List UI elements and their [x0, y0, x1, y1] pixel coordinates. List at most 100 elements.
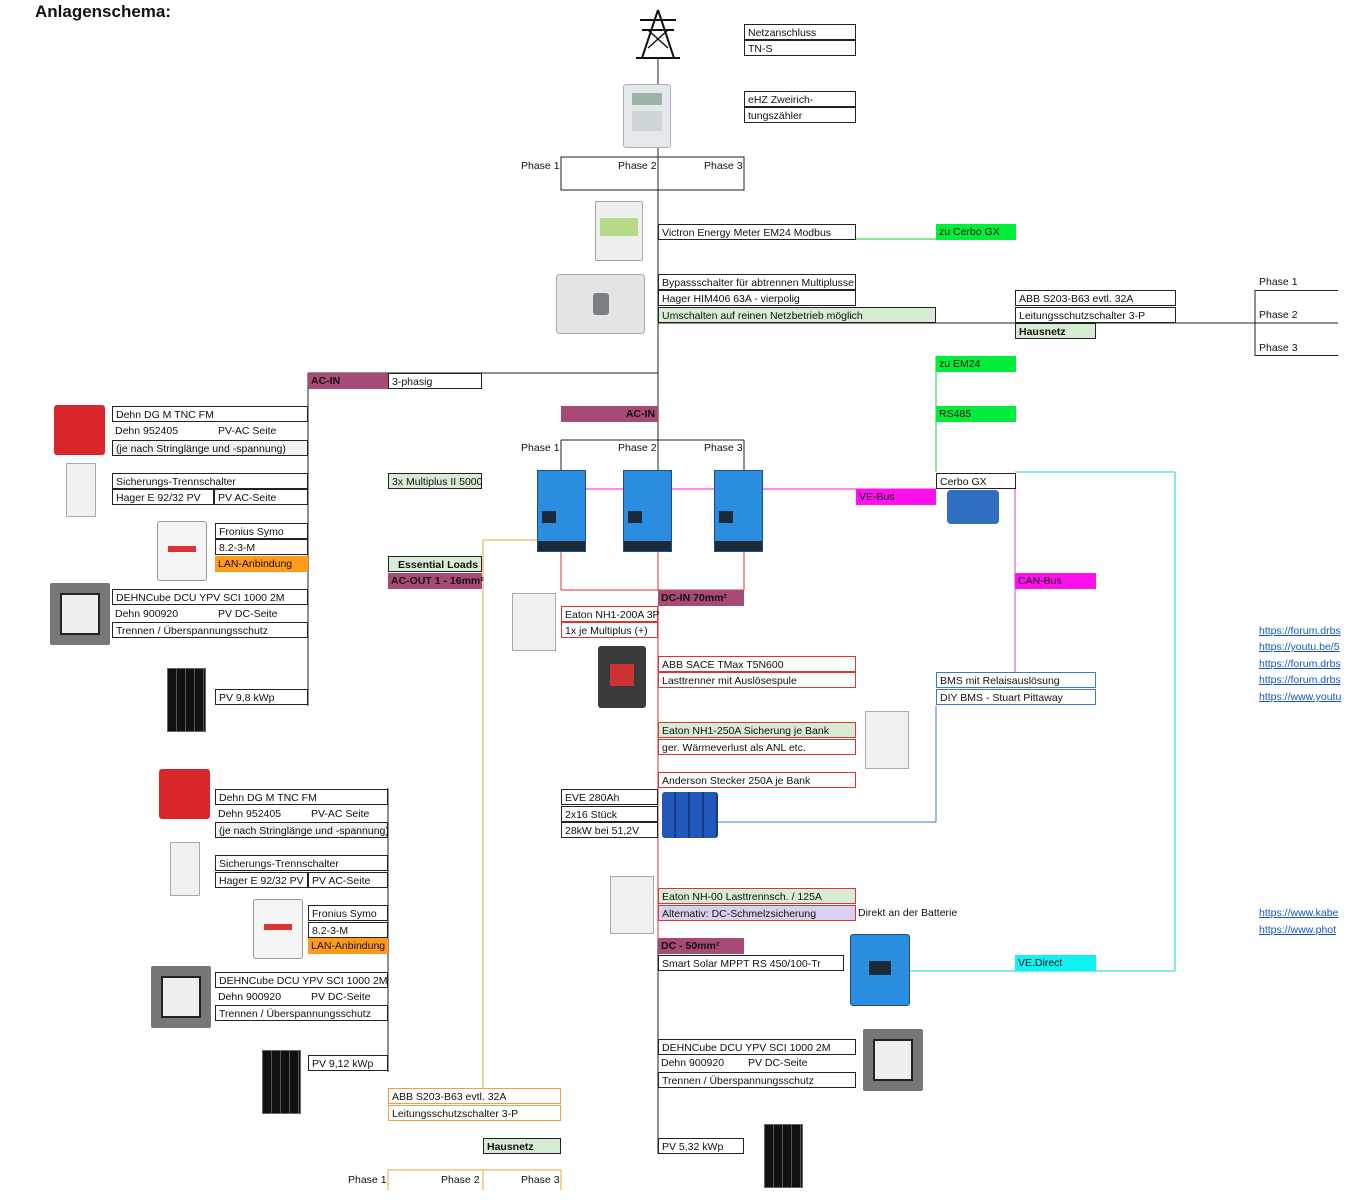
energy-meter-icon: [623, 84, 671, 148]
eaton200-line1: Eaton NH1-200A 3P: [561, 606, 660, 622]
abb-tmax-line1: ABB SACE TMax T5N600: [658, 656, 856, 672]
multiplus-unit-icon: [537, 470, 586, 552]
bypass-line1: Bypassschalter für abtrennen Multiplusse: [658, 274, 856, 290]
tag-zu-em24: zu EM24: [936, 356, 1016, 372]
battery-cells-icon: [662, 792, 718, 838]
mppt-charger-icon: [850, 934, 910, 1006]
hausnetz-phase-lines: [1255, 290, 1338, 356]
pv2-spd-dc-line1: DEHNCube DCU YPV SCI 1000 2M: [215, 972, 388, 988]
pv1-spd-ac-line2: Dehn 952405: [115, 425, 179, 437]
pv1-spd-dc-line3: Trennen / Überspannungsschutz: [112, 622, 308, 638]
cerbo-label: Cerbo GX: [936, 473, 1016, 489]
house-breaker-top-line2: Leitungsschutzschalter 3-P: [1015, 307, 1176, 323]
anderson-label: Anderson Stecker 250A je Bank: [658, 772, 856, 788]
bms-line2: DIY BMS - Stuart Pittaway: [936, 689, 1096, 705]
solar-panel-icon: [764, 1124, 803, 1188]
solar-panel-icon: [167, 668, 206, 732]
eaton250-line2: ger. Wärmeverlust als ANL etc.: [658, 739, 856, 755]
reference-link[interactable]: https://forum.drbs: [1259, 658, 1341, 670]
em24-label: Victron Energy Meter EM24 Modbus: [658, 224, 856, 240]
pv2-spd-dc-line3: Trennen / Überspannungsschutz: [215, 1005, 388, 1021]
eaton-nh00-line1: Eaton NH-00 Lasttrennsch. / 125A: [658, 888, 856, 904]
essential-loads-label: Essential Loads: [388, 556, 482, 572]
reference-link[interactable]: https://forum.drbs: [1259, 674, 1341, 686]
pv2-inverter-line1: Fronius Symo: [308, 905, 388, 921]
multiplus-label: 3x Multiplus II 5000: [388, 473, 482, 489]
pv1-spd-dc-line1: DEHNCube DCU YPV SCI 1000 2M: [112, 589, 308, 605]
dehncube-icon: [863, 1029, 923, 1091]
eaton250-line1: Eaton NH1-250A Sicherung je Bank: [658, 722, 856, 738]
house-breaker-bottom-line1: ABB S203-B63 evtl. 32A: [388, 1088, 561, 1104]
solar-panel-icon: [262, 1050, 301, 1114]
reference-link[interactable]: https://www.phot: [1259, 924, 1337, 936]
mp-phase-1-label: Phase 1: [521, 442, 560, 454]
pv2-spd-ac-line3: (je nach Stringlänge und -spannung): [215, 822, 389, 838]
power-pylon-icon: [636, 9, 680, 59]
spd-dc3-line1: DEHNCube DCU YPV SCI 1000 2M: [658, 1039, 856, 1055]
meter-line2: tungszähler: [744, 107, 856, 123]
spd-dc3-line2: Dehn 900920: [661, 1057, 725, 1069]
phase-2-label: Phase 2: [618, 160, 657, 172]
surge-protector-ac-icon: [159, 769, 210, 819]
acin-center-tag: AC-IN: [561, 406, 658, 422]
spd-dc3-line3: Trennen / Überspannungsschutz: [658, 1072, 856, 1088]
fuse-disconnector-icon: [170, 842, 200, 896]
fronius-inverter-icon: [253, 899, 303, 959]
tag-rs485: RS485: [936, 406, 1016, 422]
ac-out-label: AC-OUT 1 - 16mm²: [388, 573, 484, 589]
house-breaker-top-tag: Hausnetz: [1015, 323, 1096, 339]
tag-canbus: CAN-Bus: [1015, 573, 1096, 589]
hausnetz-phase-3: Phase 3: [1259, 342, 1298, 354]
phase-3-label: Phase 3: [704, 160, 743, 172]
dehncube-icon: [50, 583, 110, 645]
grid-type: TN-S: [744, 40, 856, 56]
tag-vebus: VE-Bus: [856, 489, 936, 505]
pv2-panel-label: PV 9,12 kWp: [308, 1055, 388, 1071]
acin-left-tag: AC-IN: [308, 373, 388, 389]
grid-label: Netzanschluss: [744, 24, 856, 40]
bms-line1: BMS mit Relaisauslösung: [936, 672, 1096, 688]
pv1-inverter-line2: 8.2-3-M: [215, 539, 308, 555]
em24-cerbo-tag: zu Cerbo GX: [936, 224, 1016, 240]
mp-phase-2-label: Phase 2: [618, 442, 657, 454]
pv1-fuse-line1: Sicherungs-Trennschalter: [112, 473, 308, 489]
eaton-nh00-line2: Alternativ: DC-Schmelzsicherung: [658, 905, 856, 921]
reference-link[interactable]: https://forum.drbs: [1259, 625, 1341, 637]
eaton200-line2: 1x je Multiplus (+): [561, 622, 658, 638]
pv2-spd-dc-side: PV DC-Seite: [311, 991, 371, 1003]
reference-link[interactable]: https://www.youtu: [1259, 691, 1342, 703]
page-title: Anlagenschema:: [35, 2, 172, 21]
bottom-phase-3: Phase 3: [521, 1174, 560, 1186]
nh-fuse-holder-icon: [610, 876, 654, 934]
fronius-inverter-icon: [157, 521, 207, 581]
mp-phase-3-label: Phase 3: [704, 442, 743, 454]
multiplus-unit-icon: [623, 470, 672, 552]
pv1-spd-dc-line2: Dehn 900920: [115, 608, 179, 620]
pv1-fuse-line2: Hager E 92/32 PV: [112, 489, 214, 505]
reference-link[interactable]: https://www.kabe: [1259, 907, 1339, 919]
tag-vedirect: VE.Direct: [1015, 955, 1096, 971]
bottom-phase-1: Phase 1: [348, 1174, 387, 1186]
battery-line1: EVE 280Ah: [561, 789, 658, 805]
em24-meter-icon: [595, 201, 643, 261]
fuse-disconnector-icon: [66, 463, 96, 517]
house-breaker-bottom-line2: Leitungsschutzschalter 3-P: [388, 1105, 561, 1121]
mppt-dc-tag: DC - 50mm²: [658, 938, 744, 954]
nh-fuse-holder-icon: [512, 593, 556, 651]
reference-link[interactable]: https://youtu.be/5: [1259, 641, 1340, 653]
nh-fuse-holder-icon: [865, 711, 909, 769]
pv1-spd-ac-side: PV-AC Seite: [218, 425, 277, 437]
pv2-lan-tag: LAN-Anbindung: [308, 938, 388, 954]
acin-left-label: 3-phasig: [388, 373, 482, 389]
pv1-lan-tag: LAN-Anbindung: [215, 556, 308, 572]
phase-1-label: Phase 1: [521, 160, 560, 172]
bypass-line3: Umschalten auf reinen Netzbetrieb möglic…: [658, 307, 936, 323]
spd-dc3-side: PV DC-Seite: [748, 1057, 808, 1069]
pv1-fuse-side: PV AC-Seite: [214, 489, 308, 505]
pv2-spd-ac-line2: Dehn 952405: [218, 808, 282, 820]
pv1-spd-dc-side: PV DC-Seite: [218, 608, 278, 620]
multiplus-unit-icon: [714, 470, 763, 552]
meter-line1: eHZ Zweirich-: [744, 91, 856, 107]
surge-protector-ac-icon: [54, 405, 105, 455]
battery-line3: 28kW bei 51,2V: [561, 822, 658, 838]
